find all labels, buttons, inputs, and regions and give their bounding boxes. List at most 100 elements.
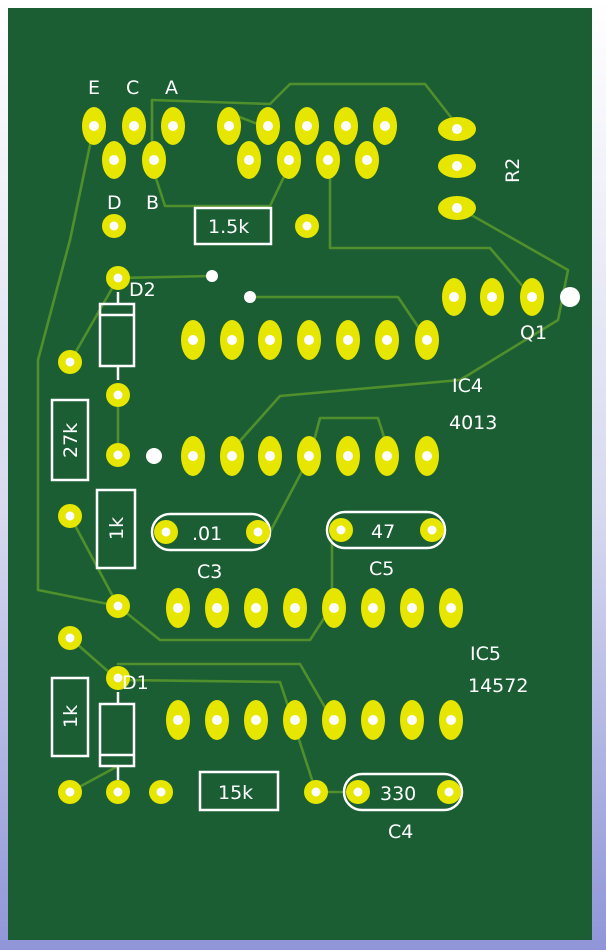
ic5-pin [205,588,229,628]
connector-pad [102,141,126,179]
ic4-pin [258,320,282,360]
r2-pad [438,117,476,141]
connector-pad [277,141,301,179]
label-r2: R2 [502,158,524,183]
connector-pad [316,141,340,179]
c5-pad-left [329,518,353,542]
ic5-pin [205,700,229,740]
pad-1k5-right [295,214,319,238]
label-r-1k-b: 1k [60,705,82,728]
q1-pad [442,278,466,316]
ic4-pin [258,436,282,476]
ic5-pin [361,588,385,628]
ic5-pin [283,588,307,628]
ic5-pin [244,700,268,740]
c4-pad-left [346,780,370,804]
ic5-pin [283,700,307,740]
ic4-pin [181,320,205,360]
pad-left-d [58,626,82,650]
ic5-pin [166,700,190,740]
via-b [244,291,256,303]
ic5-pin [439,700,463,740]
r-15k-outline [198,770,280,812]
d1-pad-bottom [106,780,130,804]
ic4-pin [220,320,244,360]
r-27k-outline [50,398,90,482]
r-1k5-outline [193,206,273,246]
label-ic4: IC4 [452,375,483,397]
connector-pad [217,107,241,145]
c5-outline [325,510,447,550]
connector-pad [334,107,358,145]
ic4-pin [375,320,399,360]
ic5-pin [166,588,190,628]
connector-pad [295,107,319,145]
d1-pad-top [106,666,130,690]
ic4-pin [220,436,244,476]
label-c4: C4 [388,821,413,843]
pad-bottom-1 [58,780,82,804]
c4-pad-right [437,780,461,804]
c3-pad-right [246,520,270,544]
c5-pad-right [420,518,444,542]
label-ic4-part: 4013 [449,412,497,434]
r15k-pad-right [304,780,328,804]
r-1k-b-outline [50,676,90,758]
label-r-15k: 15k [218,782,253,804]
ic5-pin [400,588,424,628]
pad-bottom-3 [149,780,173,804]
label-c3: C3 [197,561,222,583]
pad-left-a [58,350,82,374]
ic4-pin [415,320,439,360]
label-c5-value: 47 [371,521,395,543]
connector-pad [256,107,280,145]
ic5-pin [361,700,385,740]
r-1k-a-outline [95,488,137,570]
ic4-pin [336,436,360,476]
label-q1: Q1 [520,322,547,344]
label-r-27k: 27k [60,423,82,458]
ic4-pin [297,436,321,476]
ic5-pin [322,588,346,628]
label-c3-value: .01 [192,523,222,545]
label-e: E [88,77,100,99]
q1-mount-hole [560,287,580,307]
pad-d [102,214,126,238]
silkscreen-outlines [50,206,464,812]
label-d2: D2 [129,279,156,301]
q1-pad [520,278,544,316]
connector-pad [122,107,146,145]
ic4-pin [336,320,360,360]
ic4-pin [375,436,399,476]
label-ic5-part: 14572 [468,675,528,697]
ic5-pin [244,588,268,628]
pad-left-c [106,594,130,618]
c3-pad-left [154,520,178,544]
ic5-pin [439,588,463,628]
connector-pad [355,141,379,179]
label-c5: C5 [369,558,394,580]
label-b: B [146,192,159,214]
silkscreen-labels: E C A D B R2 1.5k D2 Q1 IC4 4013 27k 1k … [60,77,547,843]
label-c: C [126,77,139,99]
ic5-pin [400,700,424,740]
pads [58,107,580,804]
via-c [146,448,162,464]
label-r-1k-a: 1k [106,517,128,540]
connector-pad [373,107,397,145]
pad-27k [106,443,130,467]
ic4-pin [415,436,439,476]
d2-pad-bottom [106,383,130,407]
label-a: A [165,77,178,99]
connector-pad [161,107,185,145]
d2-pad-top [106,266,130,290]
c4-outline [342,772,464,812]
r2-pad [438,154,476,178]
connector-pad [142,141,166,179]
ic4-pin [181,436,205,476]
label-c4-value: 330 [380,783,416,805]
ic5-pin [322,700,346,740]
connector-pad [82,107,106,145]
label-r-1k5: 1.5k [208,216,249,238]
